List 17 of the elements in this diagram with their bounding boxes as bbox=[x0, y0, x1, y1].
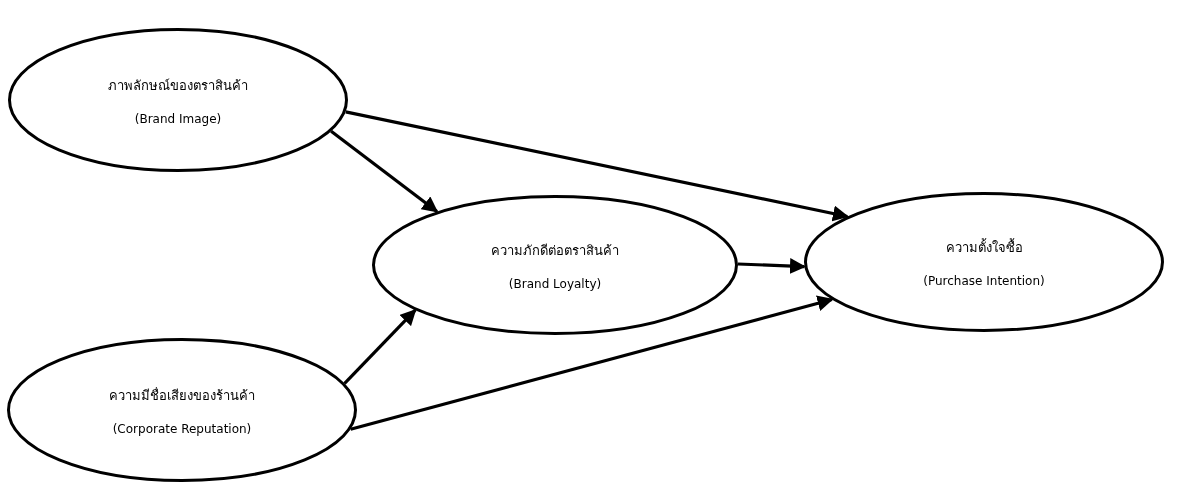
construct-ellipse bbox=[372, 195, 738, 335]
arrow bbox=[343, 309, 417, 385]
english-label: (Brand Loyalty) bbox=[508, 276, 602, 291]
arrow bbox=[345, 110, 849, 222]
construct-ellipse bbox=[7, 338, 357, 482]
english-label: (Corporate Reputation) bbox=[112, 421, 252, 436]
construct-ellipse bbox=[804, 192, 1164, 332]
arrow bbox=[737, 258, 806, 274]
thai-label: ความมีชื่อเสียงของร้านค้า bbox=[109, 386, 255, 405]
construct-ellipse bbox=[8, 28, 348, 172]
thai-label: ความตั้งใจซื้อ bbox=[945, 237, 1023, 257]
english-label: (Purchase Intention) bbox=[923, 273, 1045, 288]
arrow bbox=[350, 295, 834, 431]
arrow bbox=[330, 130, 439, 213]
thai-label: ความภักดีต่อตราสินค้า bbox=[491, 241, 619, 260]
thai-label: ภาพลักษณ์ของตราสินค้า bbox=[108, 76, 248, 95]
english-label: (Brand Image) bbox=[134, 111, 222, 126]
